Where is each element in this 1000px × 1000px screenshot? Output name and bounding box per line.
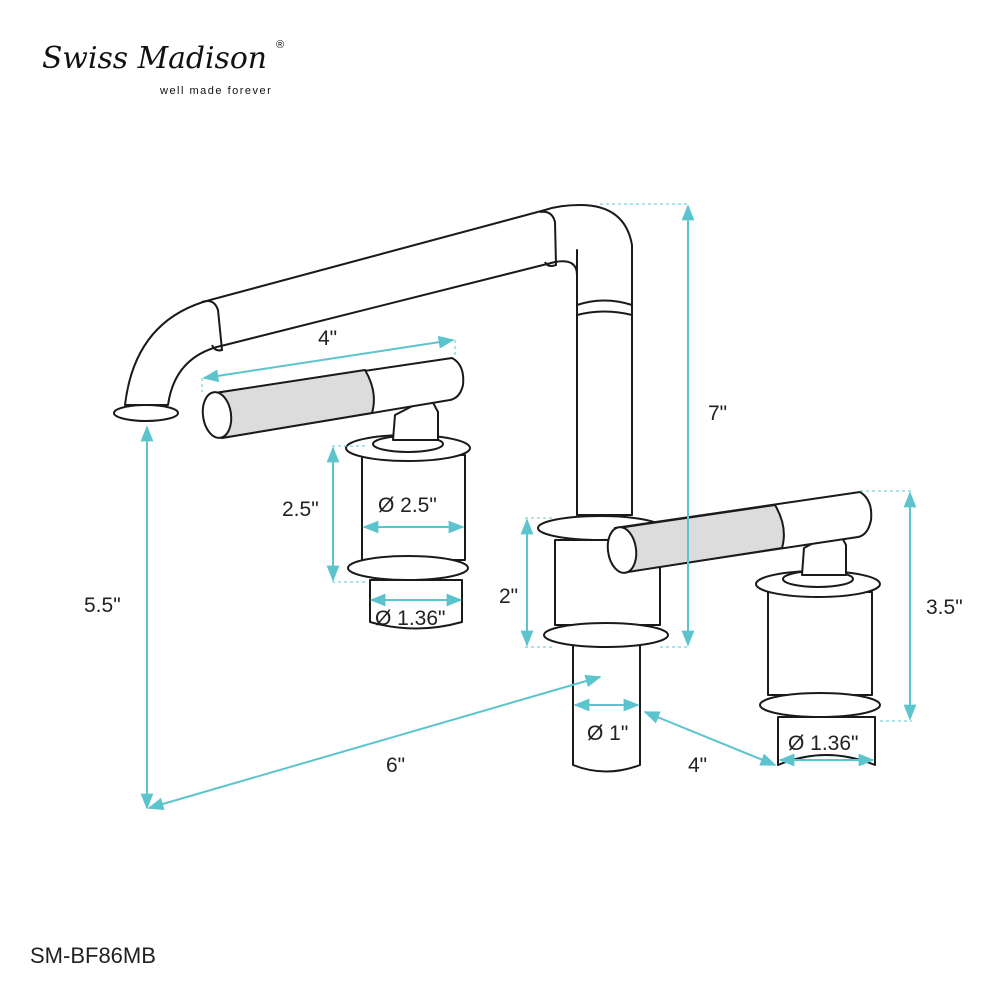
svg-text:well made forever: well made forever [159, 85, 272, 97]
dimension-labels: 4" 2.5" Ø 2.5" Ø 1.36" 5.5" 6" 7" 2" Ø 1… [84, 327, 963, 777]
dimension-lines [140, 203, 917, 811]
label-center-shank-diameter: Ø 1" [587, 722, 628, 745]
label-handle-height: 2.5" [282, 498, 319, 521]
label-handle-diameter: Ø 2.5" [378, 494, 437, 517]
model-number: SM-BF86MB [30, 943, 156, 968]
label-right-shank-diameter: Ø 1.36" [788, 732, 859, 755]
label-spout-height: 5.5" [84, 594, 121, 617]
right-handle [606, 491, 881, 766]
label-spout-reach: 6" [386, 754, 405, 777]
label-left-shank-diameter: Ø 1.36" [375, 607, 446, 630]
label-right-handle-height: 3.5" [926, 596, 963, 619]
spout [113, 204, 633, 516]
brand-logo: Swiss Madison well made forever ® [42, 39, 286, 97]
svg-text:Swiss Madison: Swiss Madison [42, 41, 267, 76]
label-handle-length: 4" [318, 327, 337, 350]
label-base-height: 2" [499, 585, 518, 608]
svg-text:®: ® [276, 39, 286, 51]
label-total-height: 7" [708, 402, 727, 425]
label-handle-spacing: 4" [688, 754, 707, 777]
